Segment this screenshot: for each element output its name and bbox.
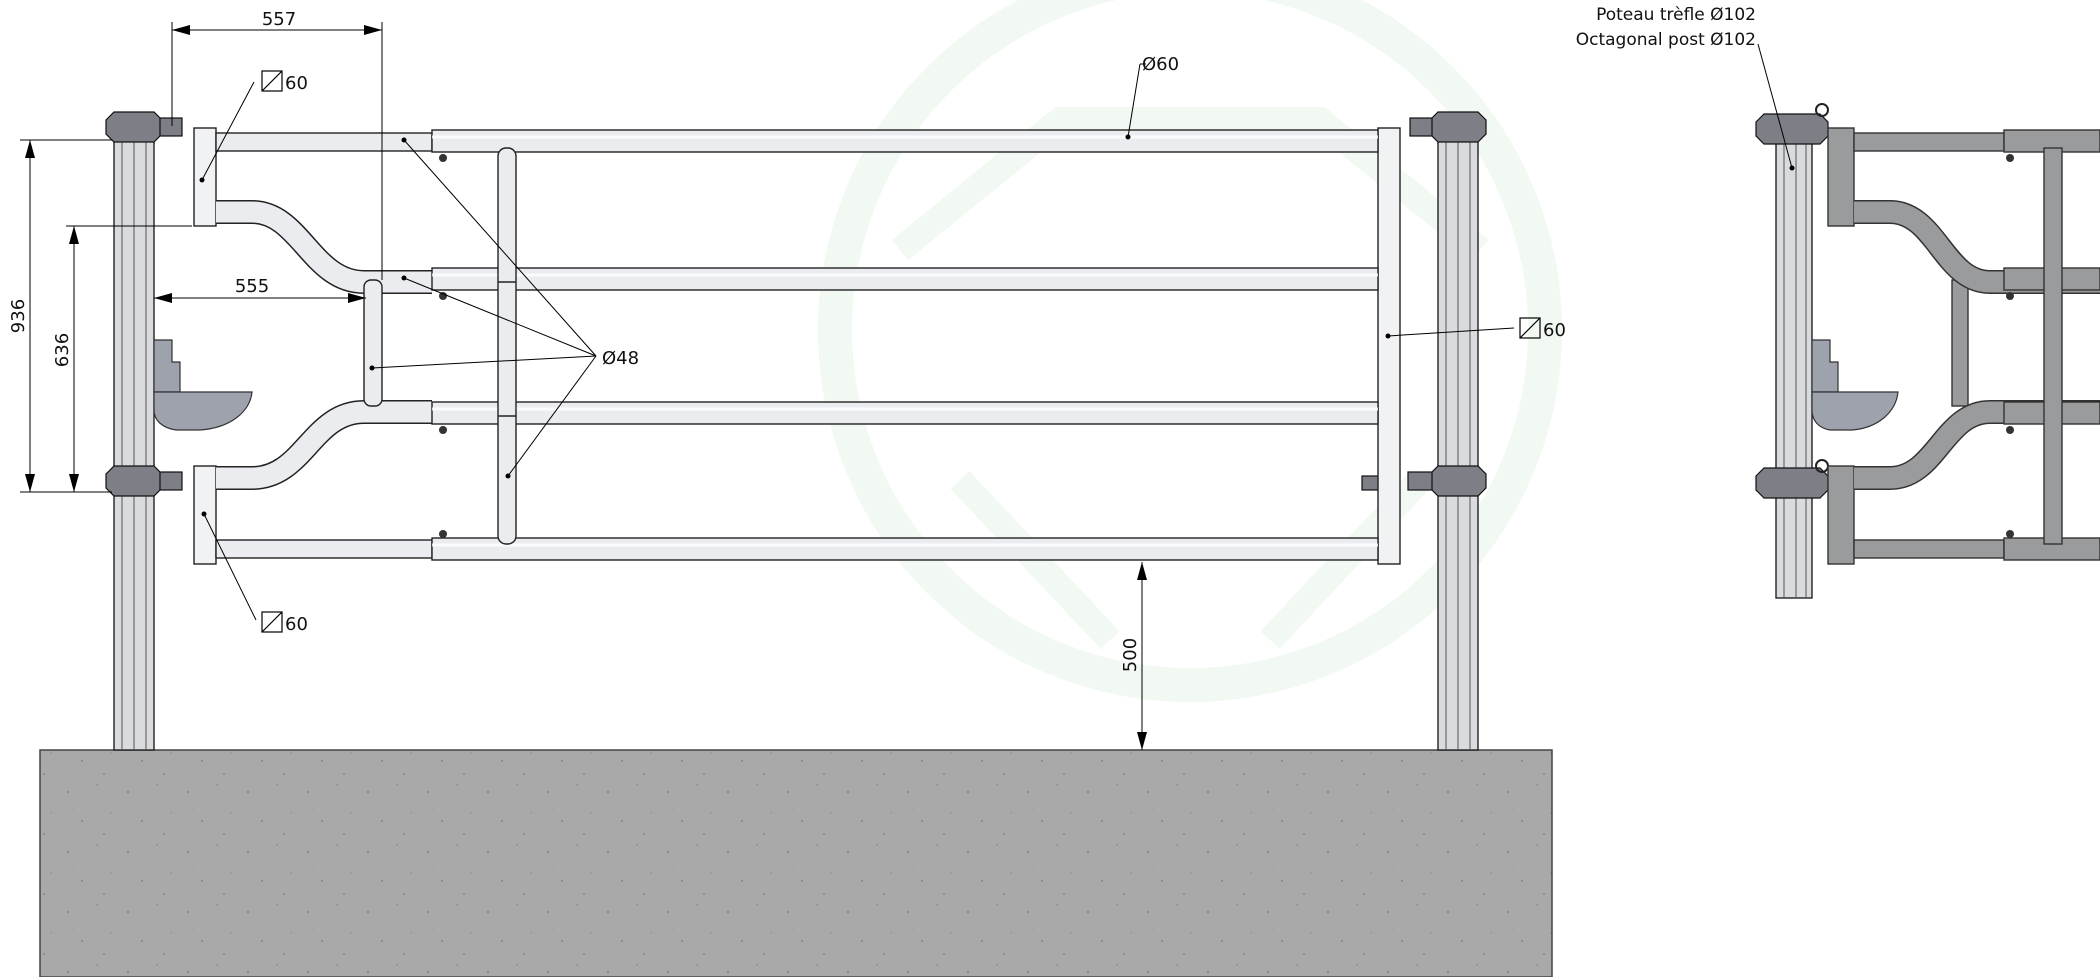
label-square-bottom: 60: [285, 614, 308, 635]
label-post-en: Octagonal post Ø102: [1576, 30, 1756, 50]
callout-top-rail: Ø60: [1125, 54, 1179, 140]
label-square-right: 60: [1543, 320, 1566, 341]
curved-tubes: [216, 200, 432, 490]
callout-post: Poteau trèfle Ø102 Octagonal post Ø102: [1576, 5, 1795, 171]
side-view: [1755, 103, 2100, 599]
dimension-557: 557: [171, 9, 383, 280]
concrete-base: [39, 749, 1553, 977]
hinge-plate-top: [193, 127, 217, 227]
dim-555-label: 555: [235, 276, 269, 297]
dim-636-label: 636: [52, 333, 73, 367]
dimension-500: 500: [1120, 562, 1147, 750]
post-clamps: [105, 111, 1487, 497]
vertical-tubes: [363, 147, 517, 545]
dim-936-label: 936: [8, 299, 29, 333]
callout-square-right: 60: [1385, 317, 1566, 341]
callout-rails: Ø48: [369, 137, 639, 479]
dimension-555: 555: [154, 276, 366, 303]
bolts: [439, 154, 447, 538]
callout-square-top: 60: [199, 70, 308, 183]
drinking-bowl: [153, 339, 253, 431]
callout-square-bottom: 60: [201, 511, 308, 635]
horizontal-rails: [215, 129, 1379, 561]
right-post: [1437, 121, 1479, 751]
dim-500-label: 500: [1120, 638, 1141, 672]
dimension-936: 936: [8, 139, 112, 493]
label-top-rail: Ø60: [1142, 54, 1179, 75]
label-square-top: 60: [285, 73, 308, 94]
left-post: [113, 121, 155, 751]
dim-557-label: 557: [262, 9, 296, 30]
latch-plate-right: [1377, 127, 1401, 565]
label-rails: Ø48: [602, 348, 639, 369]
label-post-fr: Poteau trèfle Ø102: [1596, 5, 1756, 25]
dimension-636: 636: [52, 225, 192, 492]
